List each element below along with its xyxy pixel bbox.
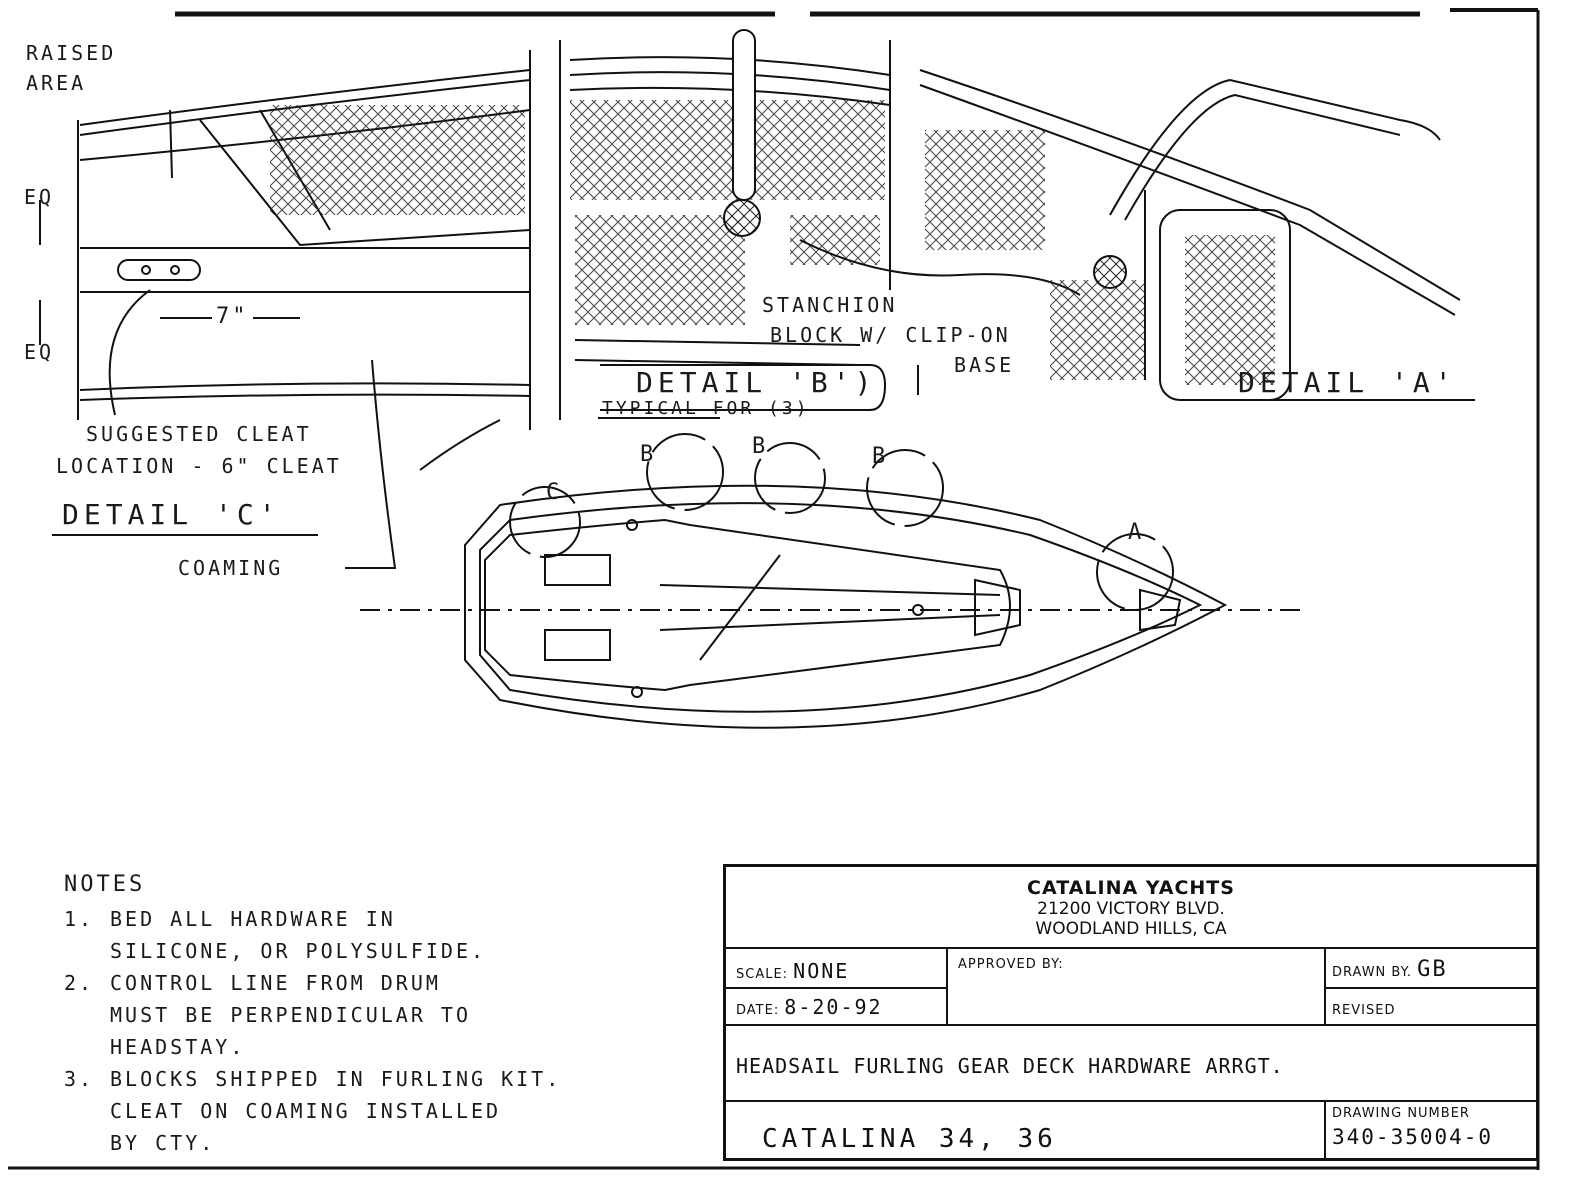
notes-title: NOTES [64,872,146,897]
scale-cell: SCALE: NONE [726,947,948,987]
callout-c: C [546,480,563,505]
eq-top-label: EQ [24,185,55,209]
stanchion-line-2: BLOCK W/ CLIP-ON [770,323,1011,347]
note-item-3: 3. BLOCKS SHIPPED IN FURLING KIT. CLEAT O… [64,1063,704,1159]
drawing-number-label: DRAWING NUMBER [1332,1106,1470,1121]
detail-a-title: DETAIL 'A' [1238,366,1457,399]
drawn-by-cell: DRAWN BY. GB [1326,947,1536,987]
drawn-by-value: GB [1417,957,1448,982]
note-number: 1. [64,907,95,931]
note-item-1: 1. BED ALL HARDWARE IN SILICONE, OR POLYS… [64,903,704,967]
scale-label: SCALE: [736,967,789,982]
drawing-title: HEADSAIL FURLING GEAR DECK HARDWARE ARRG… [736,1054,1284,1078]
approved-cell: APPROVED BY: [948,947,1326,1024]
note-line: SILICONE, OR POLYSULFIDE. [110,939,487,963]
model-cell: CATALINA 34, 36 [726,1100,1326,1158]
raised-area-label: RAISED AREA [26,38,116,98]
callout-b3: B [872,444,889,469]
revised-label: REVISED [1332,1003,1396,1018]
callout-b1: B [640,442,657,467]
company-name: CATALINA YACHTS [1027,877,1235,899]
notes-section: NOTES 1. BED ALL HARDWARE IN SILICONE, OR… [64,872,704,1159]
leader-lines [52,417,720,536]
scale-value: NONE [793,959,850,983]
date-value: 8-20-92 [784,995,883,1019]
detail-c-drawing [39,50,531,569]
raised-area-line-2: AREA [26,71,87,95]
note-line: BY CTY. [110,1131,216,1155]
detail-b-drawing [559,29,1081,420]
dimension-7-label: 7" [212,304,253,329]
note-line: CONTROL LINE FROM DRUM [110,971,441,995]
stanchion-label: STANCHION BLOCK W/ CLIP-ON BASE [762,290,1014,380]
company-address-1: 21200 VICTORY BLVD. [1037,899,1225,919]
note-line: CLEAT ON COAMING INSTALLED [110,1099,502,1123]
model-name: CATALINA 34, 36 [762,1124,1057,1154]
drawing-number-cell: DRAWING NUMBER 340-35004-0 [1326,1100,1536,1158]
stanchion-line-3: BASE [954,353,1015,377]
note-line: HEADSTAY. [110,1035,246,1059]
note-number: 3. [64,1067,95,1091]
suggested-cleat-label: SUGGESTED CLEAT LOCATION - 6" CLEAT [56,418,342,482]
typical-for-3-label: TYPICAL FOR (3) [602,398,810,419]
date-label: DATE: [736,1003,780,1018]
eq-bottom-label: EQ [24,340,55,364]
revised-cell: REVISED [1326,987,1536,1024]
approved-label: APPROVED BY: [958,957,1064,972]
detail-b-title: DETAIL 'B') [636,366,877,399]
suggested-cleat-line-2: LOCATION - 6" CLEAT [56,454,342,478]
drawing-title-cell: HEADSAIL FURLING GEAR DECK HARDWARE ARRG… [726,1024,1536,1100]
detail-a-drawing [919,69,1475,401]
drawn-by-label: DRAWN BY. [1332,965,1413,980]
company-info: CATALINA YACHTS 21200 VICTORY BLVD. WOOD… [726,867,1536,947]
title-block: CATALINA YACHTS 21200 VICTORY BLVD. WOOD… [723,864,1539,1161]
company-address-2: WOODLAND HILLS, CA [1035,919,1227,939]
detail-c-title: DETAIL 'C' [62,498,281,531]
date-cell: DATE: 8-20-92 [726,987,948,1024]
note-line: BED ALL HARDWARE IN [110,907,396,931]
raised-area-line-1: RAISED [26,41,117,65]
note-item-2: 2. CONTROL LINE FROM DRUM MUST BE PERPEND… [64,967,704,1063]
note-line: BLOCKS SHIPPED IN FURLING KIT. [110,1067,562,1091]
stanchion-line-1: STANCHION [762,293,898,317]
boat-plan-view [360,433,1300,729]
coaming-label: COAMING [178,556,284,580]
note-number: 2. [64,971,95,995]
callout-b2: B [752,434,769,459]
suggested-cleat-line-1: SUGGESTED CLEAT [86,422,312,446]
drawing-number: 340-35004-0 [1332,1125,1494,1149]
note-line: MUST BE PERPENDICULAR TO [110,1003,471,1027]
callout-a: A [1128,520,1145,545]
